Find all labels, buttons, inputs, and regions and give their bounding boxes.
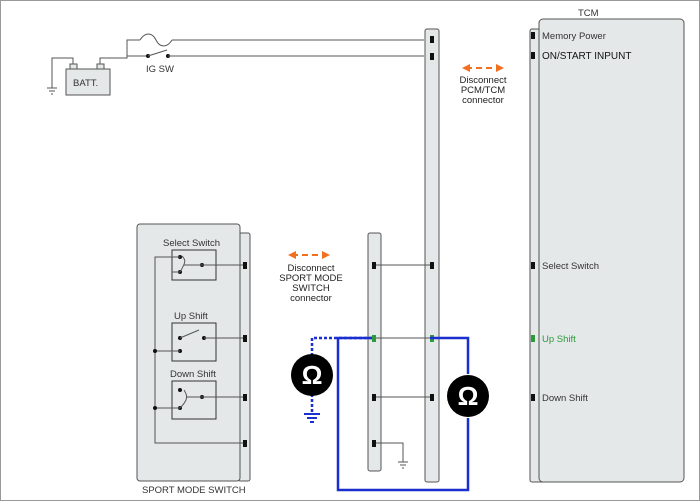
battery-ground-icon (47, 57, 74, 95)
ig-switch-icon (127, 49, 424, 58)
tcm-up-shift-label: Up Shift (542, 334, 576, 345)
connector-pin-up-shift (372, 335, 376, 342)
ohm-meter-left: Ω (291, 354, 333, 396)
tcm-pin (531, 262, 535, 269)
switch-pin (243, 440, 247, 447)
disconnect-sport-arrow-icon (288, 251, 330, 259)
tcm-pin-up-shift (531, 335, 535, 342)
connector-pin (372, 262, 376, 269)
connector-pin (430, 53, 434, 60)
sw-up-label: Up Shift (174, 311, 208, 322)
sport-mode-switch-label: SPORT MODE SWITCH (142, 485, 246, 496)
tcm-pin (531, 52, 535, 59)
sport-mode-connector (367, 232, 382, 472)
battery: BATT. (65, 63, 111, 96)
tcm-title: TCM (578, 8, 599, 19)
ohm-icon: Ω (302, 360, 323, 390)
tcm-select-switch-label: Select Switch (542, 261, 599, 272)
tcm-down-shift-label: Down Shift (542, 393, 588, 404)
disconnect-pcm-arrow-icon (462, 64, 504, 72)
battery-positive-wire (99, 39, 140, 64)
disconnect-sms-line3: SWITCH (292, 283, 330, 294)
ohm-icon: Ω (458, 381, 479, 411)
ig-sw-label: IG SW (146, 64, 174, 75)
battery-body (65, 68, 111, 96)
tcm-pin (531, 32, 535, 39)
select-switch-icon (178, 255, 216, 274)
battery-terminal-neg (69, 63, 78, 70)
connector-pin (430, 394, 434, 401)
disconnect-sms-line1: Disconnect (288, 263, 335, 274)
disconnect-pcm-line2: PCM/TCM (461, 85, 505, 96)
down-shift-switch-icon (178, 388, 216, 410)
disconnect-pcm-line1: Disconnect (460, 75, 507, 86)
disconnect-sms-line4: connector (290, 293, 332, 304)
tcm-module (538, 18, 685, 483)
sw-down-label: Down Shift (170, 369, 216, 380)
fuse-icon (139, 33, 173, 47)
tcm-memory-power-label: Memory Power (542, 31, 606, 42)
switch-common-bus (153, 256, 243, 444)
connector-pin (372, 440, 376, 447)
connector-pin (430, 262, 434, 269)
disconnect-sms-line2: SPORT MODE (279, 273, 343, 284)
ohm-meter-right: Ω (447, 375, 489, 417)
battery-terminal-pos (96, 63, 105, 70)
up-shift-switch-icon (178, 329, 216, 353)
down-shift-switch-box (171, 380, 217, 420)
disconnect-pcm-line3: connector (462, 95, 504, 106)
sw-select-label: Select Switch (163, 238, 220, 249)
pcm-tcm-connector (424, 28, 440, 483)
switch-pin (243, 262, 247, 269)
switch-pin (243, 394, 247, 401)
right-probe-wires (336, 336, 470, 492)
battery-label: BATT. (73, 78, 98, 89)
connector-pin (430, 36, 434, 43)
connector-pin (372, 394, 376, 401)
sport-ground-icon (376, 442, 408, 469)
up-shift-switch-box (171, 322, 217, 362)
tcm-pin (531, 394, 535, 401)
tcm-on-start-label: ON/START INPUNT (542, 51, 631, 62)
switch-pin (243, 335, 247, 342)
